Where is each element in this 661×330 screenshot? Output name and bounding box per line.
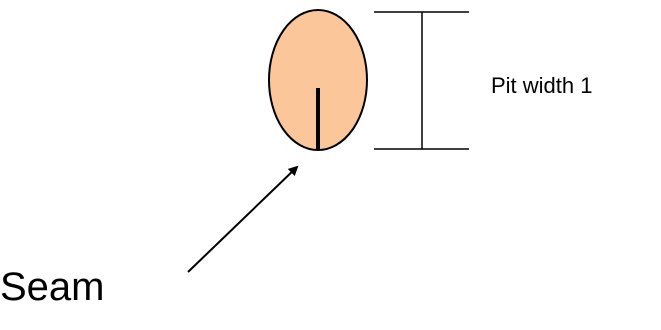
seam-arrow xyxy=(187,165,299,273)
seam-label: Seam xyxy=(0,265,105,309)
pit-oval xyxy=(268,9,368,151)
pit-width-label: Pit width 1 xyxy=(491,73,593,98)
